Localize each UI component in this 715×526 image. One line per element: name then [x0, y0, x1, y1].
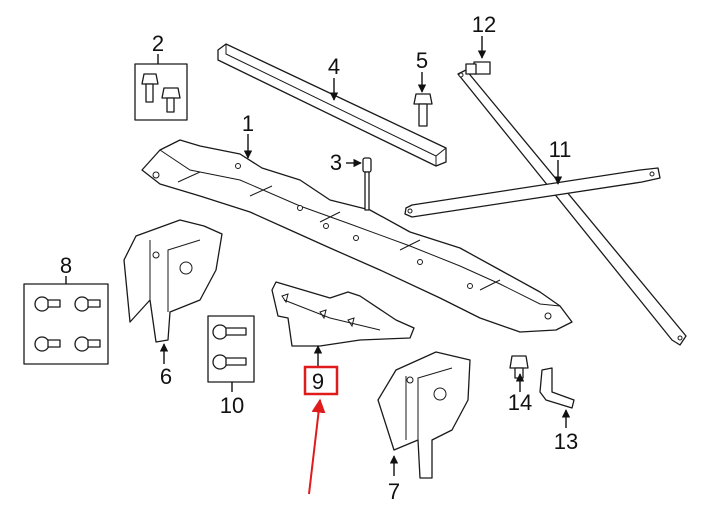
callout-14: 14 — [508, 390, 532, 415]
part-13-clip — [539, 367, 575, 409]
callout-9: 9 — [312, 369, 324, 394]
part-14-bolt — [509, 355, 529, 379]
part-2-bolt-kit — [134, 63, 188, 121]
callout-12: 12 — [472, 12, 496, 37]
part-9-gusset — [271, 281, 415, 347]
callout-5: 5 — [416, 48, 428, 73]
part-3-rivet — [362, 157, 372, 211]
callout-1: 1 — [242, 111, 254, 136]
callout-11: 11 — [549, 137, 572, 162]
callout-6: 6 — [160, 364, 172, 389]
callout-7: 7 — [388, 479, 400, 504]
callout-13: 13 — [554, 429, 578, 454]
part-4-bar — [217, 43, 447, 167]
callout-4: 4 — [328, 54, 340, 79]
callout-labels: 1 2 3 4 5 6 7 8 9 10 11 12 13 14 — [60, 12, 578, 504]
part-11-cross-brace — [404, 69, 687, 346]
callout-2: 2 — [152, 31, 164, 56]
part-7-bracket — [377, 351, 471, 479]
part-12-bolt — [465, 61, 491, 75]
part-5-bolt — [413, 93, 433, 127]
part-10-bolt-kit — [207, 315, 255, 383]
highlight-part-9 — [303, 365, 339, 495]
highlight-box — [303, 365, 339, 396]
part-8-bolt-kit — [23, 283, 109, 365]
callout-3: 3 — [330, 150, 342, 175]
leader-lines — [65, 36, 571, 476]
callout-10: 10 — [220, 393, 244, 418]
part-1-crossmember — [141, 139, 573, 333]
highlight-arrow — [308, 398, 326, 495]
callout-8: 8 — [60, 253, 72, 278]
part-6-bracket — [123, 219, 223, 343]
